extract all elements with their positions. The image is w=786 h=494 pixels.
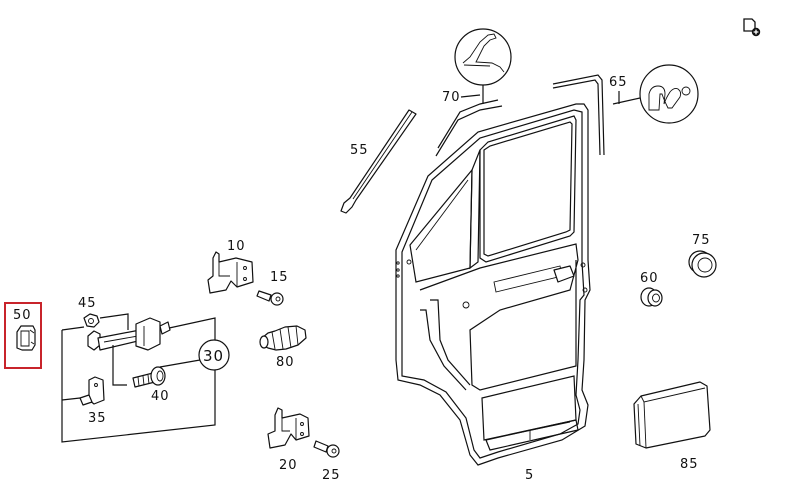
- label-45[interactable]: 45: [78, 296, 97, 311]
- part-50-clip: [16, 325, 36, 351]
- label-60[interactable]: 60: [640, 271, 659, 286]
- label-50[interactable]: 50: [13, 308, 32, 323]
- label-20[interactable]: 20: [279, 458, 298, 473]
- callout-30-circle: [198, 339, 230, 371]
- label-25[interactable]: 25: [322, 468, 341, 483]
- label-80[interactable]: 80: [276, 355, 295, 370]
- callout-70-circle: [454, 28, 512, 86]
- highlight-box: [4, 302, 42, 369]
- assembly-30-bracket: [61, 317, 216, 443]
- part-check-strap[interactable]: [87, 317, 171, 386]
- note-add-icon[interactable]: [742, 17, 762, 37]
- label-85[interactable]: 85: [680, 457, 699, 472]
- part-25[interactable]: 25: [313, 440, 341, 483]
- label-55[interactable]: 55: [350, 143, 369, 158]
- label-70[interactable]: 70: [442, 90, 461, 105]
- part-35[interactable]: 35: [79, 376, 107, 426]
- label-65[interactable]: 65: [609, 75, 628, 90]
- part-55[interactable]: 55: [340, 109, 417, 214]
- part-75[interactable]: 75: [688, 233, 717, 278]
- part-40[interactable]: 40: [132, 366, 170, 404]
- part-5-door[interactable]: 5: [395, 103, 591, 483]
- part-10[interactable]: 10: [207, 239, 254, 294]
- label-30[interactable]: 30: [203, 347, 224, 365]
- part-20[interactable]: 20: [267, 407, 310, 473]
- callout-65[interactable]: 65: [552, 64, 699, 156]
- part-85[interactable]: 85: [633, 381, 711, 472]
- part-15[interactable]: 15: [256, 270, 289, 306]
- label-10[interactable]: 10: [227, 239, 246, 254]
- part-50[interactable]: 50: [4, 302, 42, 369]
- callout-70[interactable]: 70: [435, 28, 512, 157]
- label-5[interactable]: 5: [525, 468, 534, 483]
- part-60[interactable]: 60: [640, 271, 663, 307]
- label-40[interactable]: 40: [151, 389, 170, 404]
- part-45[interactable]: 45: [78, 296, 129, 330]
- label-35[interactable]: 35: [88, 411, 107, 426]
- label-75[interactable]: 75: [692, 233, 711, 248]
- callout-30[interactable]: 30: [198, 339, 230, 371]
- label-15[interactable]: 15: [270, 270, 289, 285]
- part-80[interactable]: 80: [259, 325, 307, 370]
